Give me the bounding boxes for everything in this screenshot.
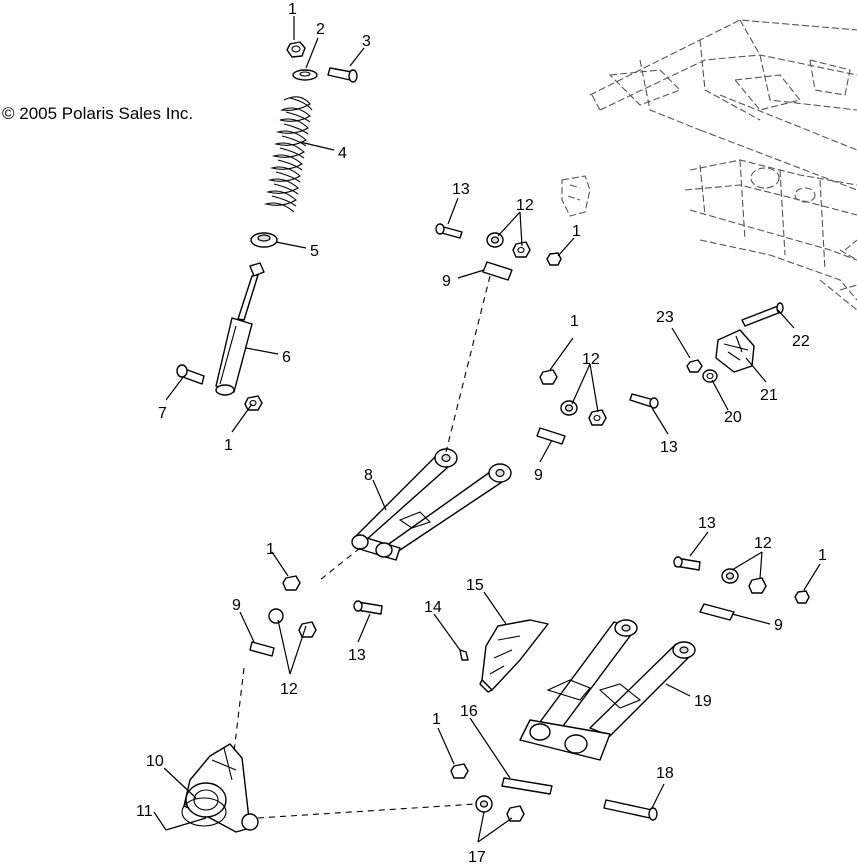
callout-12-middle: 12: [582, 351, 600, 368]
callout-22: 22: [792, 333, 810, 350]
callout-8: 8: [364, 467, 373, 484]
callout-1-bottom: 1: [432, 711, 441, 728]
callout-16: 16: [460, 703, 478, 720]
callout-3: 3: [362, 33, 371, 50]
callout-1-right: 1: [818, 547, 827, 564]
sleeve-part-9-top: [482, 261, 513, 281]
callout-9-lower-left: 9: [232, 597, 241, 614]
bracket-part-15: [479, 619, 549, 693]
shock-assembly: [176, 41, 358, 411]
lower-control-arm-part-19: [519, 619, 696, 761]
nut-part-1-top-arm: [546, 252, 562, 266]
nut-part-1-right: [794, 590, 810, 604]
bracket-part-21: [715, 329, 755, 373]
bushing-part-12-top: [486, 232, 531, 258]
lower-left-hardware: [249, 575, 383, 657]
lower-arm-hardware-right: [673, 556, 810, 621]
knuckle-part-10: [183, 743, 259, 833]
spring-seat-part-5: [250, 232, 278, 248]
sleeve-part-9-right: [699, 603, 735, 621]
bolt-part-13-lower-left: [353, 600, 383, 615]
callout-1: 1: [288, 1, 297, 18]
pin-part-16: [501, 777, 553, 795]
bolt-part-22: [741, 302, 784, 327]
callout-23: 23: [656, 309, 674, 326]
callout-13-lower-left: 13: [348, 647, 366, 664]
bolt-part-3: [327, 67, 358, 83]
assembly-lines: [233, 275, 491, 819]
nut-part-1-top: [286, 41, 306, 58]
callout-18: 18: [656, 765, 674, 782]
vehicle-frame: [589, 19, 857, 311]
callout-9-right: 9: [774, 617, 783, 634]
callout-13-middle: 13: [660, 439, 678, 456]
upper-control-arm-part-8: [351, 448, 512, 561]
bushing-part-12-lower-left: [268, 608, 317, 638]
callout-19: 19: [694, 693, 712, 710]
callout-9-top: 9: [442, 273, 451, 290]
bolt-part-13-right: [673, 556, 701, 571]
callout-12-lower-left: 12: [280, 681, 298, 698]
bolt-part-13-top: [435, 223, 463, 239]
leader-lines: [153, 16, 821, 843]
spring-part-4: [263, 96, 313, 213]
upper-arm-hardware-middle: [536, 369, 659, 445]
callout-15: 15: [466, 577, 484, 594]
washer-part-20: [702, 369, 718, 383]
bearing-part-11: [181, 797, 227, 827]
callout-1-middle: 1: [570, 313, 579, 330]
callout-1-shock: 1: [224, 437, 233, 454]
callout-2: 2: [316, 21, 325, 38]
callout-10: 10: [146, 753, 164, 770]
callout-5: 5: [310, 243, 319, 260]
bolt-part-14: [459, 649, 469, 661]
bushing-part-12-middle: [560, 400, 607, 426]
washer-part-2: [292, 69, 318, 81]
nut-part-1-bottom: [450, 763, 469, 779]
copyright-notice: © 2005 Polaris Sales Inc.: [2, 104, 194, 123]
nut-part-1-middle: [539, 369, 558, 385]
callout-12-right: 12: [754, 535, 772, 552]
callout-13-top: 13: [452, 181, 470, 198]
bushing-part-17: [475, 795, 525, 822]
nut-part-1-shock-lower: [244, 395, 263, 411]
callout-12-top: 12: [516, 197, 534, 214]
nut-part-23: [686, 359, 703, 373]
shock-mount-assembly: [686, 302, 784, 383]
nut-part-1-lower-left: [282, 575, 301, 591]
bolt-part-13-middle: [629, 393, 659, 409]
callout-17: 17: [468, 849, 486, 865]
callout-1-top: 1: [572, 223, 581, 240]
callout-9-middle: 9: [534, 467, 543, 484]
shock-absorber-part-6: [215, 262, 265, 396]
bolt-part-7: [176, 364, 205, 385]
callout-6: 6: [282, 349, 291, 366]
callout-14: 14: [424, 599, 442, 616]
callout-13-right: 13: [698, 515, 716, 532]
bolt-part-18: [603, 799, 658, 821]
bushing-part-12-right: [721, 568, 767, 594]
callout-7: 7: [158, 405, 167, 422]
callout-21: 21: [760, 387, 778, 404]
callout-11: 11: [136, 803, 153, 820]
upper-arm-hardware-top: [435, 175, 591, 281]
callout-20: 20: [724, 409, 742, 426]
callout-numbers: 1 2 3 4 5 6 7 1 13 12 1 9 1 12 13 9 8 23…: [136, 1, 827, 865]
sleeve-part-9-lower-left: [249, 641, 275, 657]
lower-hardware: [450, 763, 658, 822]
sleeve-part-9-middle: [536, 427, 566, 445]
callout-1-lower-left: 1: [266, 541, 275, 558]
callout-4: 4: [338, 145, 347, 162]
